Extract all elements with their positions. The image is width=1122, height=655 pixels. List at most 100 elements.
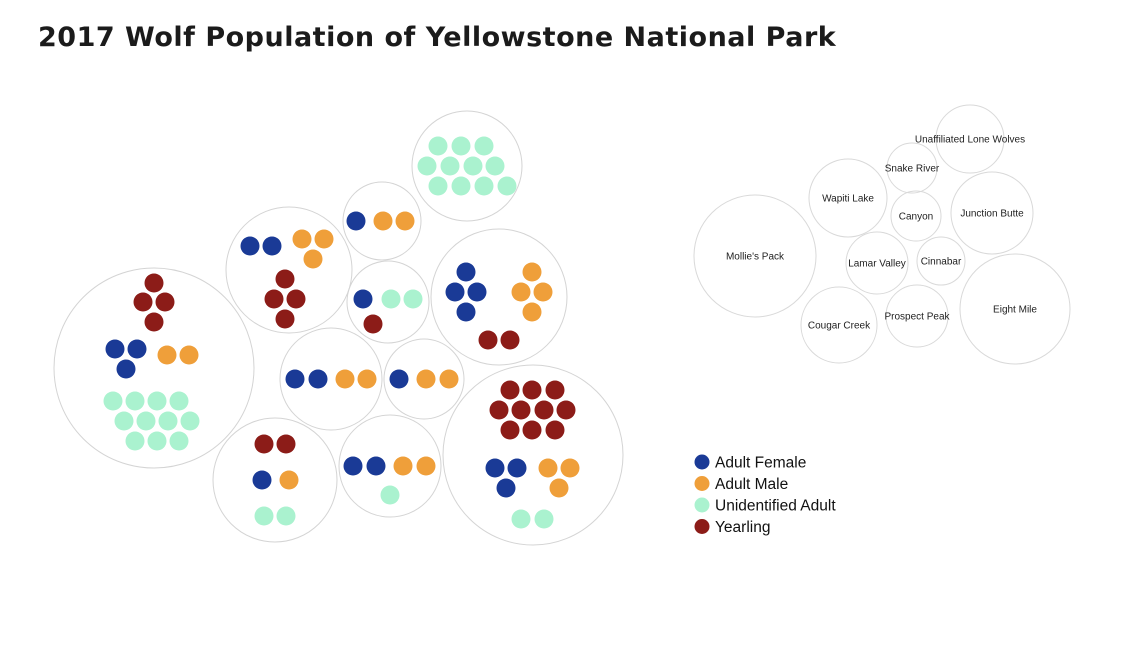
wolf-dot-unidentified-adult xyxy=(158,411,178,431)
pack-11 xyxy=(442,364,624,546)
pack-2 xyxy=(225,206,353,334)
wolf-dot-yearling xyxy=(276,434,296,454)
page-title: 2017 Wolf Population of Yellowstone Nati… xyxy=(38,22,837,53)
key-pack-snake-river: Snake River xyxy=(885,142,940,194)
wolf-dot-yearling xyxy=(155,292,175,312)
pack-outline xyxy=(338,414,442,518)
wolf-dot-yearling xyxy=(500,420,520,440)
wolf-dot-unidentified-adult xyxy=(103,391,123,411)
wolf-dot-unidentified-adult xyxy=(497,176,517,196)
pack-5 xyxy=(346,260,430,344)
wolf-dot-unidentified-adult xyxy=(180,411,200,431)
wolf-dot-adult-female xyxy=(116,359,136,379)
wolf-dot-adult-female xyxy=(127,339,147,359)
wolf-dot-yearling xyxy=(144,273,164,293)
pack-outline xyxy=(212,417,338,543)
wolf-dot-adult-male xyxy=(522,302,542,322)
wolf-dot-yearling xyxy=(489,400,509,420)
wolf-dot-unidentified-adult xyxy=(417,156,437,176)
wolf-dot-yearling xyxy=(545,420,565,440)
legend-item-adult-female: Adult Female xyxy=(694,454,806,472)
key-circle xyxy=(845,231,909,295)
pack-8 xyxy=(383,338,465,420)
key-pack-unaffiliated-lone-wolves: Unaffiliated Lone Wolves xyxy=(915,104,1025,174)
wolf-dot-adult-male xyxy=(511,282,531,302)
pack-outline xyxy=(442,364,624,546)
wolf-dot-yearling xyxy=(511,400,531,420)
pack-outline xyxy=(225,206,353,334)
pack-9 xyxy=(212,417,338,543)
pack-6 xyxy=(430,228,568,366)
wolf-dot-adult-male xyxy=(549,478,569,498)
wolf-dot-yearling xyxy=(545,380,565,400)
wolf-dot-yearling xyxy=(478,330,498,350)
wolf-dot-unidentified-adult xyxy=(474,176,494,196)
key-pack-canyon: Canyon xyxy=(890,190,942,242)
wolf-dot-yearling xyxy=(522,420,542,440)
legend-label: Unidentified Adult xyxy=(715,498,836,515)
key-circle xyxy=(800,286,878,364)
wolf-dot-unidentified-adult xyxy=(125,431,145,451)
key-label: Unaffiliated Lone Wolves xyxy=(915,135,1025,146)
key-label: Eight Mile xyxy=(993,305,1037,316)
wolf-dot-adult-male xyxy=(538,458,558,478)
key-pack-cougar-creek: Cougar Creek xyxy=(800,286,878,364)
wolf-dot-unidentified-adult xyxy=(147,391,167,411)
pack-10 xyxy=(338,414,442,518)
wolf-dot-adult-female xyxy=(456,302,476,322)
wolf-dot-unidentified-adult xyxy=(147,431,167,451)
wolf-dot-adult-male xyxy=(416,369,436,389)
key-pack-lamar-valley: Lamar Valley xyxy=(845,231,909,295)
legend-label: Yearling xyxy=(715,519,770,536)
key-pack-wapiti-lake: Wapiti Lake xyxy=(808,158,888,238)
wolf-dot-adult-female xyxy=(496,478,516,498)
wolf-dot-adult-male xyxy=(393,456,413,476)
wolf-dot-adult-male xyxy=(292,229,312,249)
key-label: Prospect Peak xyxy=(884,312,950,323)
wolf-dot-adult-male xyxy=(357,369,377,389)
wolf-dot-yearling xyxy=(363,314,383,334)
legend-swatch xyxy=(694,519,710,534)
wolf-dot-yearling xyxy=(144,312,164,332)
wolf-dot-yearling xyxy=(254,434,274,454)
key-label: Wapiti Lake xyxy=(822,194,874,205)
key-label: Cinnabar xyxy=(921,257,962,268)
key-label: Snake River xyxy=(885,164,940,175)
wolf-dot-adult-female xyxy=(343,456,363,476)
wolf-dot-unidentified-adult xyxy=(451,136,471,156)
wolf-dot-unidentified-adult xyxy=(511,509,531,529)
wolf-dot-unidentified-adult xyxy=(125,391,145,411)
wolf-dot-adult-female xyxy=(346,211,366,231)
wolf-dot-unidentified-adult xyxy=(380,485,400,505)
legend-item-unidentified-adult: Unidentified Adult xyxy=(694,497,836,515)
pack-outline xyxy=(430,228,568,366)
wolf-dot-yearling xyxy=(275,309,295,329)
key-label: Junction Butte xyxy=(960,209,1024,220)
wolf-dot-adult-male xyxy=(179,345,199,365)
legend-swatch xyxy=(694,476,710,491)
pack-outline xyxy=(53,267,255,469)
wolf-dot-adult-male xyxy=(279,470,299,490)
wolf-dot-adult-female xyxy=(240,236,260,256)
pack-4 xyxy=(411,110,523,222)
wolf-dot-adult-male xyxy=(335,369,355,389)
key-label: Cougar Creek xyxy=(808,321,871,332)
wolf-dot-adult-female xyxy=(507,458,527,478)
wolf-dot-unidentified-adult xyxy=(169,391,189,411)
key-pack-prospect-peak: Prospect Peak xyxy=(884,284,951,348)
wolf-dot-adult-female xyxy=(485,458,505,478)
wolf-dot-adult-male xyxy=(560,458,580,478)
wolf-dot-yearling xyxy=(534,400,554,420)
legend-swatch xyxy=(694,497,710,513)
wolf-dot-unidentified-adult xyxy=(254,506,274,526)
wolf-dot-adult-male xyxy=(416,456,436,476)
legend-item-yearling: Yearling xyxy=(694,519,770,536)
wolf-dot-adult-female xyxy=(445,282,465,302)
wolf-dot-adult-female xyxy=(252,470,272,490)
pack-3 xyxy=(342,181,422,261)
key-circle xyxy=(693,194,817,318)
key-pack-junction-butte: Junction Butte xyxy=(950,171,1034,255)
